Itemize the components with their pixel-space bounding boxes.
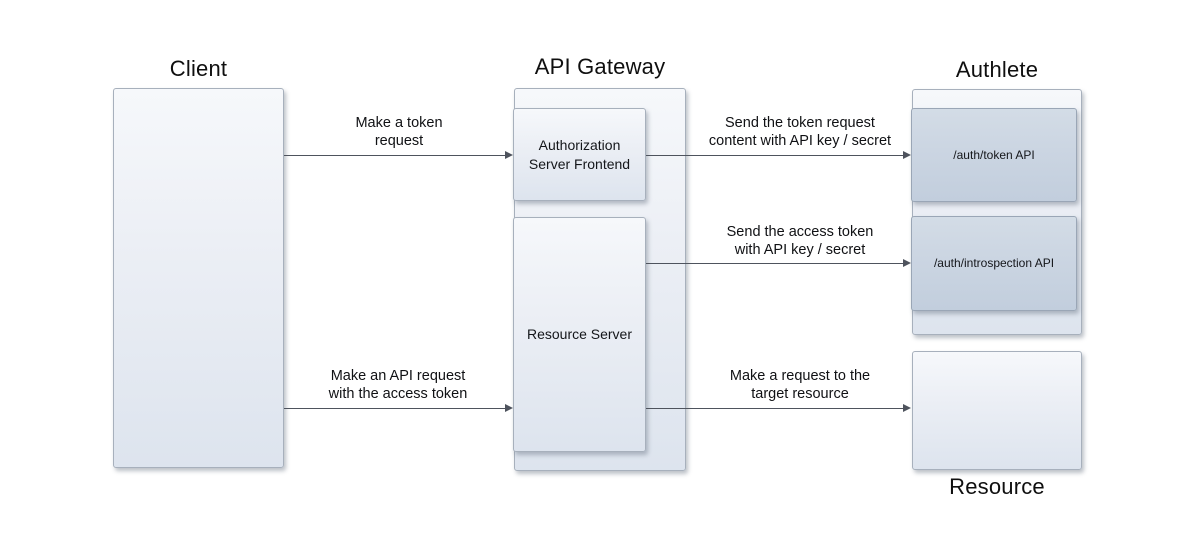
auth-token-api-box: /auth/token API (911, 108, 1077, 202)
arrow-shaft (284, 408, 506, 409)
arrowhead-right-icon (903, 259, 911, 267)
resource-title: Resource (949, 474, 1045, 499)
arrow-label-target-resource: Make a request to the target resource (729, 368, 871, 402)
arrow-shaft (646, 408, 904, 409)
arrowhead-right-icon (903, 151, 911, 159)
client-title: Client (169, 56, 228, 81)
auth-introspection-api-label: /auth/introspection API (933, 256, 1055, 270)
arrow-label-token-request: Make a token request (355, 115, 443, 149)
arrow-rs-to-introspection-api (646, 259, 911, 268)
auth-introspection-api-box: /auth/introspection API (911, 216, 1077, 311)
resource-box (912, 351, 1082, 470)
arrow-shaft (284, 155, 506, 156)
api-gateway-title: API Gateway (534, 54, 666, 79)
arrow-label-api-request: Make an API request with the access toke… (328, 368, 468, 402)
arrow-client-to-rs (284, 404, 513, 413)
authorization-server-frontend-label: Authorization Server Frontend (528, 136, 631, 172)
arrowhead-right-icon (903, 404, 911, 412)
arrow-label-send-access-token: Send the access token with API key / sec… (726, 224, 874, 258)
resource-server-box: Resource Server (513, 217, 646, 452)
authlete-title: Authlete (955, 57, 1039, 82)
arrow-label-send-token-request: Send the token request content with API … (708, 115, 892, 149)
arrow-client-to-asf (284, 151, 513, 160)
authorization-server-frontend-box: Authorization Server Frontend (513, 108, 646, 201)
arrow-rs-to-resource (646, 404, 911, 413)
auth-token-api-label: /auth/token API (953, 147, 1035, 162)
arrowhead-right-icon (505, 151, 513, 159)
arrow-shaft (646, 263, 904, 264)
client-box (113, 88, 284, 468)
arrow-shaft (646, 155, 904, 156)
arrowhead-right-icon (505, 404, 513, 412)
arrow-asf-to-token-api (646, 151, 911, 160)
resource-server-label: Resource Server (526, 326, 633, 342)
